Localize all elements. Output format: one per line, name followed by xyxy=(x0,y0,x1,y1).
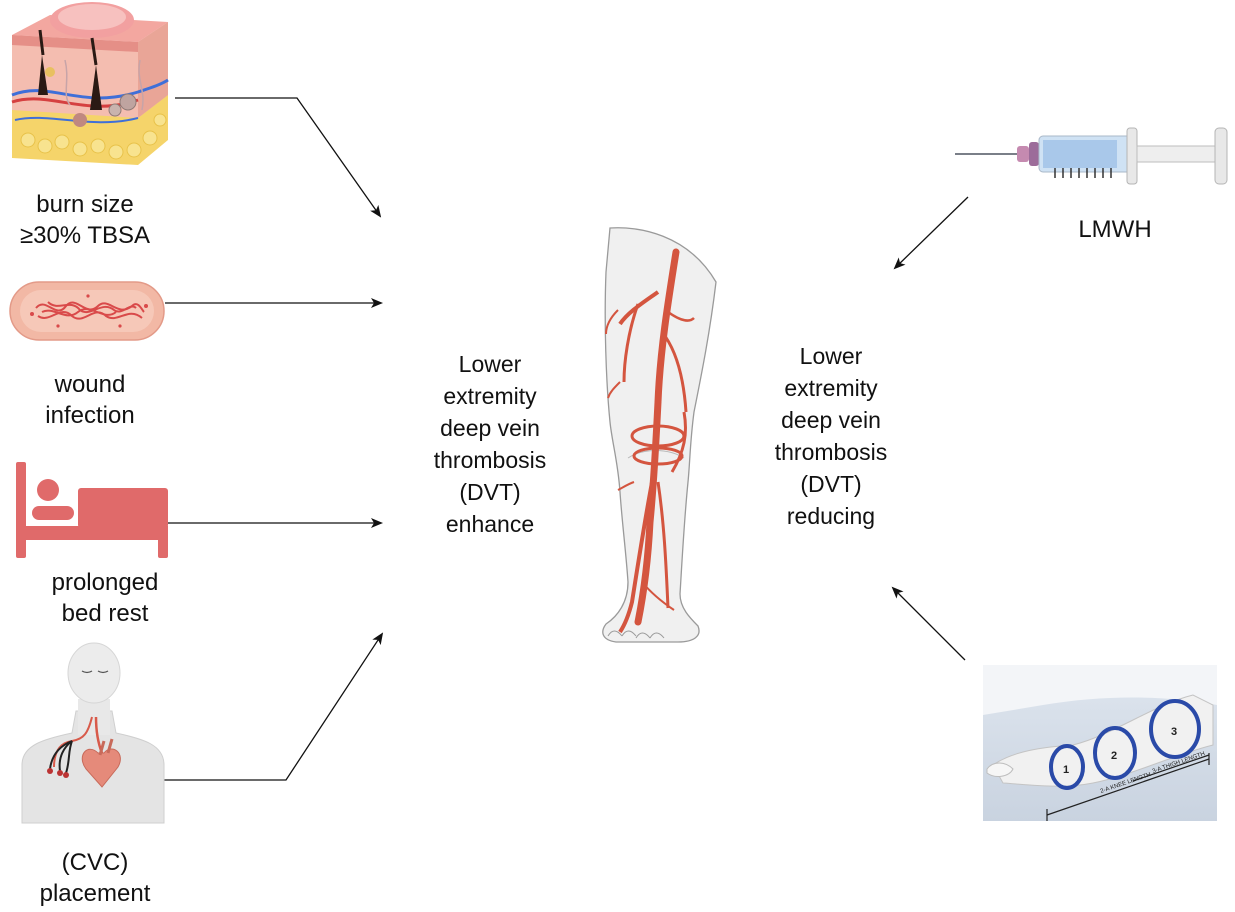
bed-rest-label-line2: bed rest xyxy=(20,598,190,629)
dvt-reducing-line: deep vein xyxy=(751,404,911,436)
syringe-icon xyxy=(955,124,1235,194)
ring-number-2: 2 xyxy=(1111,750,1117,762)
dvt-enhance-line: enhance xyxy=(410,508,570,540)
leg-vessels-illustration xyxy=(598,222,728,647)
lmwh-label-text: LMWH xyxy=(1060,214,1170,245)
dvt-enhance-line: Lower xyxy=(410,348,570,380)
cvc-body-icon xyxy=(14,643,174,823)
dvt-enhance-line: extremity xyxy=(410,380,570,412)
dvt-reducing-text: Lower extremity deep vein thrombosis (DV… xyxy=(751,340,911,532)
dvt-reducing-line: Lower xyxy=(751,340,911,372)
infection-label-line2: infection xyxy=(5,400,175,431)
bed-rest-label: prolonged bed rest xyxy=(20,567,190,629)
compression-stockings-photo: 1 2 3 2-A KNEE LENGTH 3-A THIGH LENGTH xyxy=(983,665,1217,821)
infection-label-line1: wound xyxy=(5,369,175,400)
ring-number-1: 1 xyxy=(1063,764,1069,776)
dvt-enhance-line: thrombosis xyxy=(410,444,570,476)
arrow-cvc xyxy=(163,634,382,780)
dvt-reducing-line: (DVT) xyxy=(751,468,911,500)
cvc-label-line2: placement xyxy=(10,878,180,909)
bed-rest-label-line1: prolonged xyxy=(20,567,190,598)
ring-number-3: 3 xyxy=(1171,726,1177,738)
lmwh-label: LMWH xyxy=(1060,214,1170,245)
dvt-enhance-line: (DVT) xyxy=(410,476,570,508)
dvt-enhance-text: Lower extremity deep vein thrombosis (DV… xyxy=(410,348,570,540)
cvc-label-line1: (CVC) xyxy=(10,847,180,878)
wound-infection-icon xyxy=(8,278,168,348)
burn-label: burn size ≥30% TBSA xyxy=(0,189,170,251)
burn-skin-icon xyxy=(10,0,180,170)
infection-label: wound infection xyxy=(5,369,175,431)
dvt-enhance-line: deep vein xyxy=(410,412,570,444)
dvt-reducing-line: extremity xyxy=(751,372,911,404)
cvc-label: (CVC) placement xyxy=(10,847,180,909)
bed-icon xyxy=(16,462,171,562)
burn-label-line2: ≥30% TBSA xyxy=(0,220,170,251)
arrow-burn xyxy=(175,98,380,216)
arrow-compression xyxy=(893,588,965,660)
dvt-reducing-line: reducing xyxy=(751,500,911,532)
dvt-reducing-line: thrombosis xyxy=(751,436,911,468)
arrow-lmwh xyxy=(895,197,968,268)
burn-label-line1: burn size xyxy=(0,189,170,220)
